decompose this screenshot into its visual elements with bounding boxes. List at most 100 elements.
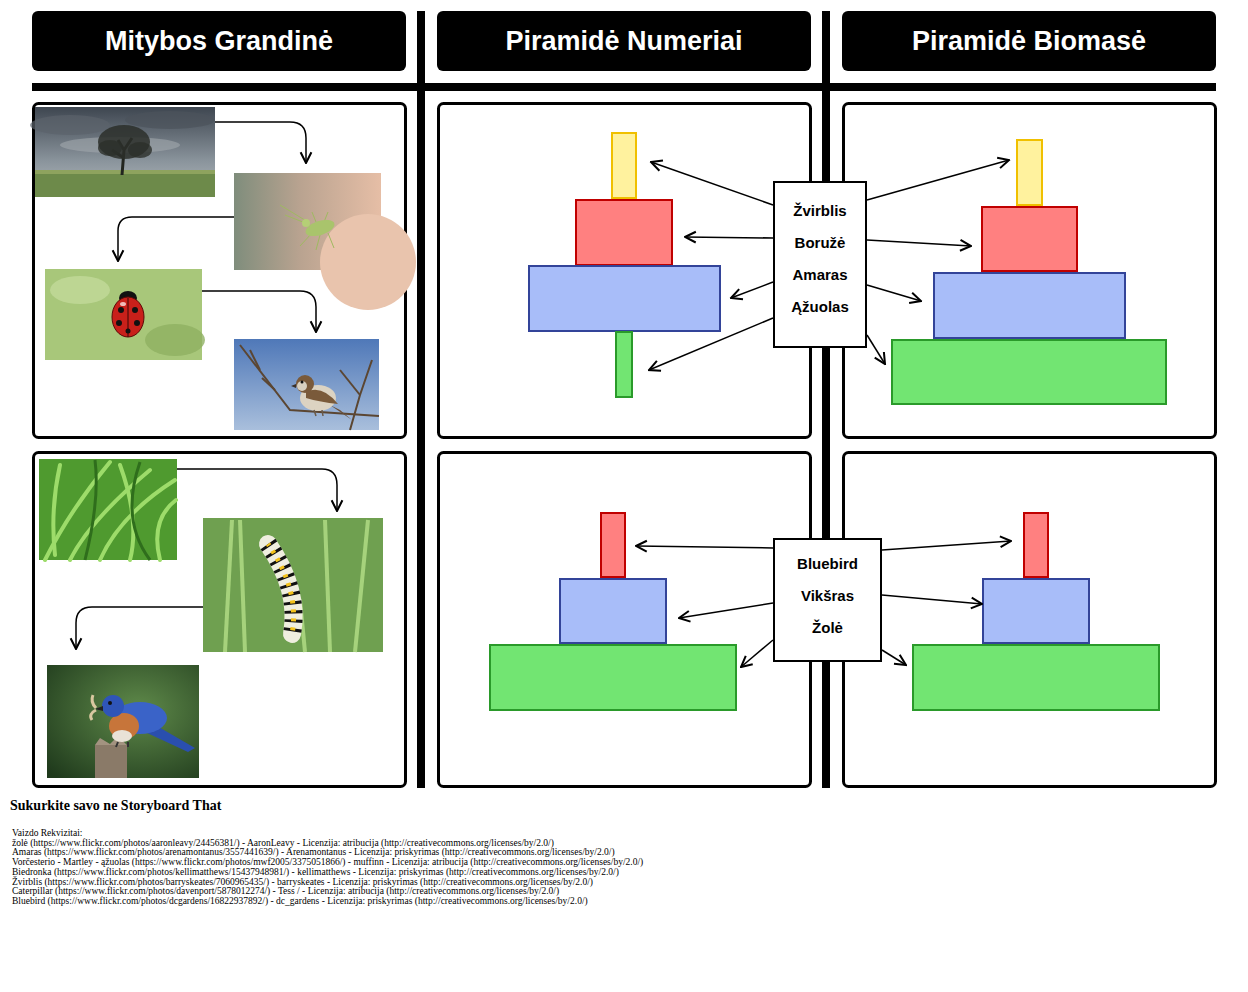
pyramid-bar-part: [576, 200, 672, 265]
trophic-level-name: Žolė: [775, 612, 880, 644]
trophic-level-name: Ąžuolas: [775, 291, 865, 323]
leader-arrow-part: [882, 650, 906, 665]
pyramid-bar: [913, 513, 1159, 710]
leader-arrow-part: [685, 237, 773, 238]
ladybug-photo-part: [116, 320, 122, 326]
sparrow-photo-part-part: [240, 345, 379, 416]
image-credit: Caterpillar (https://www.flickr.com/phot…: [12, 887, 559, 897]
bluebird-photo-part: [95, 745, 127, 778]
image-credit: Bluebird (https://www.flickr.com/photos/…: [12, 897, 588, 907]
image-credit: Vaizdo Rekvizitai:: [12, 829, 82, 839]
pyramid-bar: [490, 513, 736, 710]
trophic-level-name: Bluebird: [775, 548, 880, 580]
pyramid-bar: [892, 140, 1166, 404]
header-text: Piramidė Biomasė: [912, 26, 1146, 57]
header-text: Mitybos Grandinė: [105, 26, 333, 57]
trophic-level-name: Boružė: [775, 227, 865, 259]
grid-gutter-part: [32, 83, 1216, 91]
bluebird-photo-part: [112, 730, 132, 742]
leader-arrow-part: [731, 282, 773, 298]
trophic-level-name: Vikšras: [775, 580, 880, 612]
sparrow-photo-part-part: [340, 370, 360, 395]
column-header: Piramidė Numeriai: [437, 11, 811, 71]
oak-photo-part: [35, 172, 215, 197]
leader-arrow-part: [867, 160, 1009, 200]
leader-arrow-part: [651, 162, 773, 205]
sparrow-photo-part-part: [350, 360, 372, 430]
caterpillar-photo-part-part: [355, 520, 368, 652]
bluebird-photo: [47, 665, 199, 778]
grass-photo-part-part: [157, 500, 176, 560]
grid-gutter: [32, 11, 1216, 788]
caterpillar-photo: [203, 518, 383, 652]
pyramid-bar: [529, 133, 720, 397]
image-credit: žolė (https://www.flickr.com/photos/aaro…: [12, 839, 554, 849]
footer-note: Sukurkite savo ne Storyboard That: [10, 798, 221, 814]
sparrow-photo: [234, 339, 379, 430]
food-chain-arrow-part: [76, 607, 203, 649]
sparrow-photo-part: [297, 381, 307, 391]
ladybug-photo-part: [118, 307, 124, 313]
grass-photo-part: [45, 462, 176, 560]
ladybug-photo-part: [134, 320, 140, 326]
oak-photo-part: [125, 111, 215, 129]
ladybug-photo-part: [50, 276, 110, 304]
caterpillar-photo-part: [203, 518, 383, 652]
grass-photo-part-part: [53, 465, 60, 555]
sparrow-photo-part-part: [250, 350, 260, 370]
leader-arrow-part: [649, 318, 773, 370]
pyramid-bar-part: [913, 645, 1159, 710]
leader-arrow-part: [679, 603, 773, 618]
grass-photo-part-part: [132, 462, 150, 560]
pyramid-bar-part: [1024, 513, 1048, 577]
pyramid-bar-part: [490, 645, 736, 710]
pyramid-bar-part: [612, 133, 636, 198]
aphid-photo-part-part: [328, 233, 334, 248]
oak-photo-part: [128, 142, 152, 158]
sparrow-photo-part-part: [262, 378, 275, 390]
ladybug-photo-part: [126, 329, 131, 334]
pyramid-bar-part: [601, 513, 625, 577]
leader-arrow-part: [867, 285, 921, 301]
sparrow-photo-part: [296, 375, 314, 393]
trophic-label-box: ŽvirblisBoružėAmarasĄžuolas: [773, 181, 867, 348]
aphid-photo: [234, 173, 416, 310]
column-header: Piramidė Biomasė: [842, 11, 1216, 71]
food-chain-arrow-part: [177, 469, 337, 511]
food-chain-arrow-part: [202, 291, 316, 332]
ladybug-photo: [45, 269, 205, 360]
storyboard-panel-part: [439, 453, 811, 787]
ladybug-photo-part: [145, 324, 205, 356]
pyramid-bar-part: [1017, 140, 1042, 205]
aphid-photo-part-part: [312, 212, 316, 222]
sparrow-photo-part: [330, 405, 352, 420]
pyramid-bar-part: [616, 332, 632, 397]
bluebird-photo-part: [47, 665, 199, 778]
caterpillar-photo-part-part: [325, 520, 330, 652]
grass-photo-part: [39, 459, 177, 560]
leader-arrow-part: [867, 335, 885, 364]
caterpillar-photo-part-part: [240, 520, 245, 652]
sparrow-photo-part: [291, 384, 296, 388]
caterpillar-photo-part-part: [225, 520, 232, 652]
grid-gutter-part: [417, 11, 425, 788]
sparrow-photo-part: [234, 339, 379, 430]
oak-photo-part: [35, 170, 215, 174]
image-credit: Žvirblis (https://www.flickr.com/photos/…: [12, 878, 593, 888]
storyboard-panel-part: [34, 453, 406, 787]
pyramid-bar-part: [892, 340, 1166, 404]
grass-photo-part-part: [85, 460, 96, 560]
pyramid-bar-part: [560, 579, 666, 643]
grass-photo-part: [85, 460, 150, 560]
oak-photo-part: [98, 140, 122, 156]
caterpillar-photo-part: [268, 544, 294, 634]
sparrow-photo-part: [306, 390, 338, 404]
column-header: Mitybos Grandinė: [32, 11, 406, 71]
ladybug-photo-part: [132, 307, 138, 313]
header-text: Piramidė Numeriai: [505, 26, 742, 57]
leader-arrow-part: [636, 546, 773, 548]
caterpillar-photo-part: [225, 520, 368, 652]
pyramid-bar-part: [529, 266, 720, 331]
aphid-photo-part-part: [316, 235, 320, 250]
